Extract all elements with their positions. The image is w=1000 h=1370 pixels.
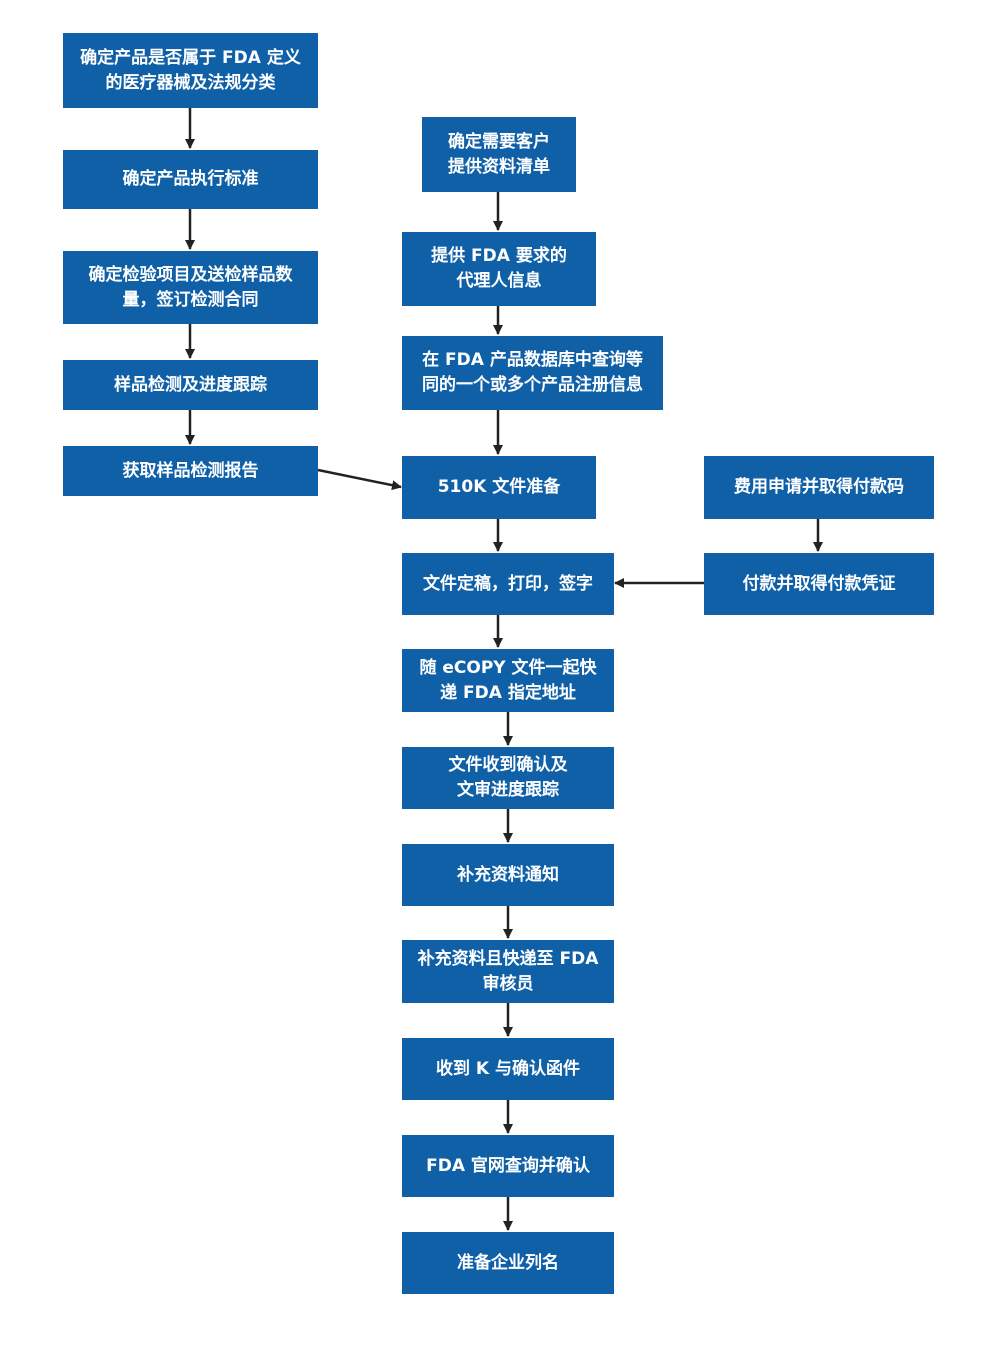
- step-supplement-notice: 补充资料通知: [402, 844, 614, 906]
- step-label: 确定产品执行标准: [122, 169, 259, 189]
- step-payment-receipt: 付款并取得付款凭证: [704, 553, 934, 615]
- step-determine-standards: 确定产品执行标准: [63, 150, 318, 209]
- step-express-with-ecopy: 随 eCOPY 文件一起快 递 FDA 指定地址: [402, 649, 614, 712]
- step-label: FDA 官网查询并确认: [426, 1155, 590, 1176]
- step-fda-website-verify: FDA 官网查询并确认: [402, 1135, 614, 1197]
- step-label: 样品检测及进度跟踪: [114, 374, 267, 395]
- arrow-s5-c4: [317, 468, 402, 491]
- step-label: 付款并取得付款凭证: [742, 573, 896, 594]
- step-label: 确定需要客户 提供资料清单: [448, 131, 550, 177]
- step-supplement-to-reviewer: 补充资料且快递至 FDA 审核员: [402, 940, 614, 1003]
- step-label: 补充资料且快递至 FDA 审核员: [417, 948, 599, 994]
- step-search-fda-database: 在 FDA 产品数据库中查询等 同的一个或多个产品注册信息: [402, 336, 663, 410]
- step-label: 补充资料通知: [457, 864, 559, 885]
- step-510k-preparation: 510K 文件准备: [402, 456, 596, 519]
- step-fee-payment-code: 费用申请并取得付款码: [704, 456, 934, 519]
- step-label: 510K 文件准备: [437, 477, 561, 497]
- step-label: 准备企业列名: [457, 1252, 559, 1273]
- step-label: 在 FDA 产品数据库中查询等 同的一个或多个产品注册信息: [422, 350, 643, 395]
- step-agent-info: 提供 FDA 要求的 代理人信息: [402, 232, 596, 306]
- step-label: 确定产品是否属于 FDA 定义 的医疗器械及法规分类: [80, 47, 301, 93]
- step-receipt-confirmation: 文件收到确认及 文审进度跟踪: [402, 747, 614, 809]
- step-label: 文件收到确认及 文审进度跟踪: [448, 755, 568, 800]
- step-label: 费用申请并取得付款码: [734, 477, 904, 497]
- step-sample-testing: 样品检测及进度跟踪: [63, 360, 318, 410]
- step-label: 提供 FDA 要求的 代理人信息: [431, 246, 567, 291]
- step-finalize-print-sign: 文件定稿，打印，签字: [402, 553, 614, 615]
- step-enterprise-listing: 准备企业列名: [402, 1232, 614, 1294]
- step-label: 获取样品检测报告: [122, 460, 259, 481]
- step-label: 收到 K 与确认函件: [435, 1058, 580, 1079]
- step-label: 确定检验项目及送检样品数 量，签订检测合同: [88, 264, 293, 310]
- step-determine-fda-classification: 确定产品是否属于 FDA 定义 的医疗器械及法规分类: [63, 33, 318, 108]
- step-label: 随 eCOPY 文件一起快 递 FDA 指定地址: [419, 657, 597, 703]
- step-get-test-report: 获取样品检测报告: [63, 446, 318, 496]
- step-determine-test-items: 确定检验项目及送检样品数 量，签订检测合同: [63, 251, 318, 324]
- step-receive-k-letter: 收到 K 与确认函件: [402, 1038, 614, 1100]
- step-client-material-list: 确定需要客户 提供资料清单: [422, 117, 576, 192]
- step-label: 文件定稿，打印，签字: [423, 573, 593, 594]
